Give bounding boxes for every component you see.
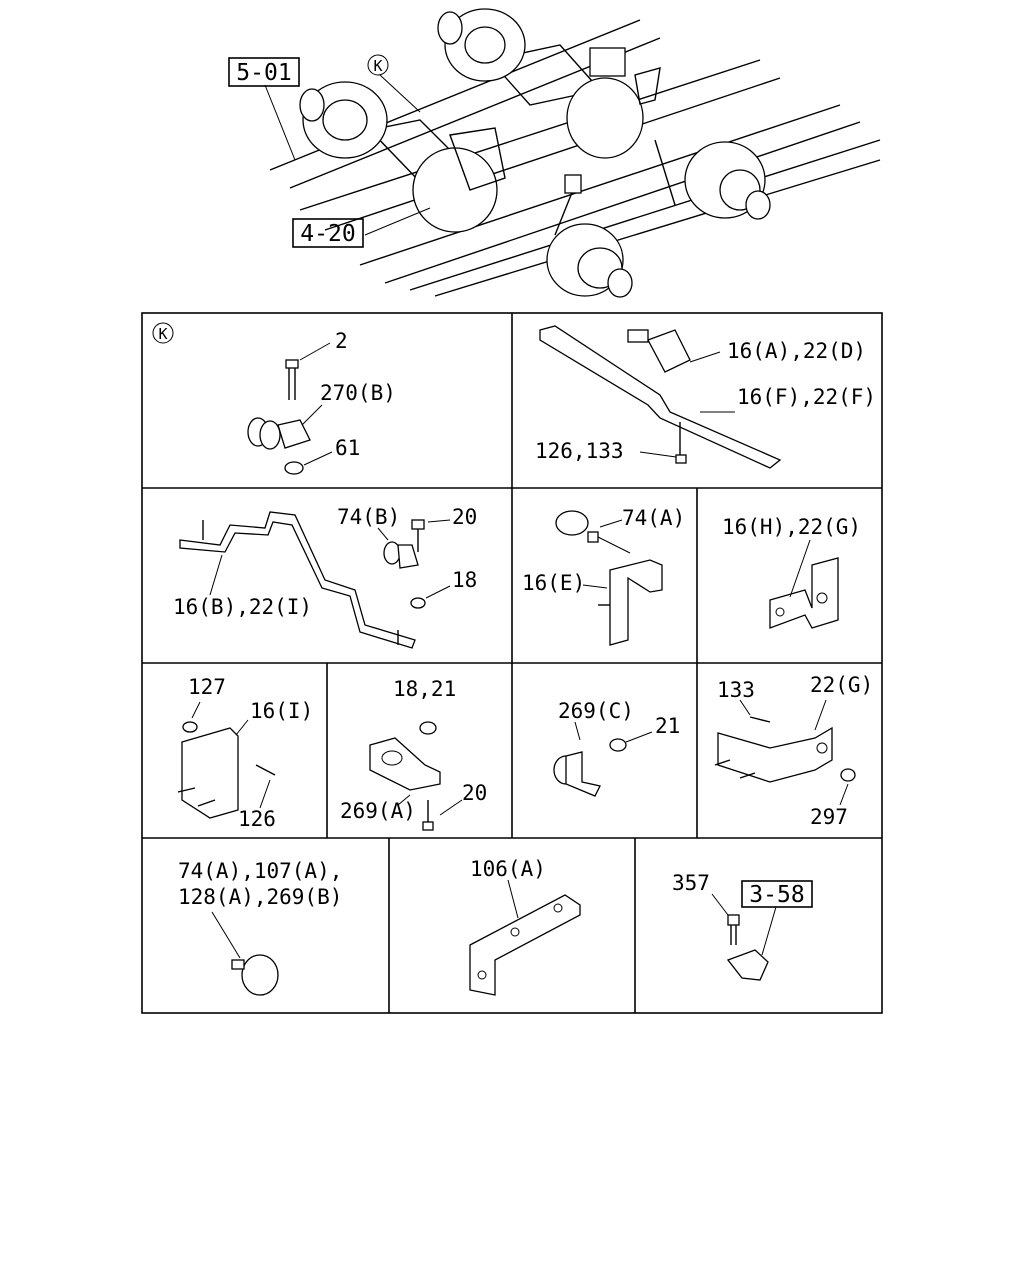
label-16b-22i: 16(B),22(I) — [173, 595, 312, 619]
label-74a-107a: 74(A),107(A), — [178, 859, 342, 883]
panel-bracket-long: 16(A),22(D) 16(F),22(F) 126,133 — [535, 325, 876, 469]
panel-bracket-i: 127 16(I) 126 — [177, 675, 313, 831]
panel-bracket-h: 16(H),22(G) — [722, 515, 861, 629]
label-16e: 16(E) — [522, 571, 585, 595]
label-270b: 270(B) — [320, 381, 396, 405]
label-127: 127 — [188, 675, 226, 699]
label-18: 18 — [452, 568, 477, 592]
panel-clip-357: 3-58 357 — [672, 871, 813, 981]
detail-k-marker: K — [373, 57, 382, 75]
label-357: 357 — [672, 871, 710, 895]
label-126: 126 — [238, 807, 276, 831]
panel-bracket-22g: 133 22(G) 297 — [714, 673, 873, 829]
label-61: 61 — [335, 436, 360, 460]
label-133: 133 — [717, 678, 755, 702]
label-16i: 16(I) — [250, 699, 313, 723]
reference-box-4-20 — [292, 218, 364, 248]
label-74a: 74(A) — [622, 506, 685, 530]
label-22g: 22(G) — [810, 673, 873, 697]
label-297: 297 — [810, 805, 848, 829]
label-269a: 269(A) — [340, 799, 416, 823]
label-106a: 106(A) — [470, 857, 546, 881]
label-126-133: 126,133 — [535, 439, 624, 463]
panel-bracket-b: 74(B) 20 18 16(B),22(I) — [173, 505, 477, 649]
panel-bracket-e: 74(A) 16(E) — [522, 506, 685, 646]
panel-k-marker: K — [158, 325, 167, 343]
panel-detail-k: K 2 270(B) 61 — [152, 322, 396, 475]
label-20: 20 — [452, 505, 477, 529]
reference-5-01: 5-01 — [236, 60, 291, 86]
label-16f-22f: 16(F),22(F) — [737, 385, 876, 409]
label-128a-269b: 128(A),269(B) — [178, 885, 342, 909]
reference-box-3-58 — [741, 880, 813, 908]
reference-3-58: 3-58 — [749, 882, 804, 908]
panel-grid — [141, 312, 883, 1014]
detail-k-marker-circle — [367, 54, 389, 76]
label-20-r3: 20 — [462, 781, 487, 805]
label-2: 2 — [335, 329, 348, 353]
label-16h-22g: 16(H),22(G) — [722, 515, 861, 539]
label-18-21: 18,21 — [393, 677, 456, 701]
reference-box-5-01 — [228, 57, 300, 87]
panel-bracket-106a: 106(A) — [469, 857, 581, 996]
axle-assembly-illustration — [264, 8, 881, 298]
label-21: 21 — [655, 714, 680, 738]
panel-band-clamp: 74(A),107(A), 128(A),269(B) — [178, 859, 342, 996]
panel-clamp-269c: 269(C) 21 — [553, 699, 680, 797]
label-74b: 74(B) — [337, 505, 400, 529]
label-16a-22d: 16(A),22(D) — [727, 339, 866, 363]
panel-clamp-269a: 18,21 269(A) 20 — [340, 677, 487, 831]
label-269c: 269(C) — [558, 699, 634, 723]
reference-4-20: 4-20 — [300, 221, 355, 247]
